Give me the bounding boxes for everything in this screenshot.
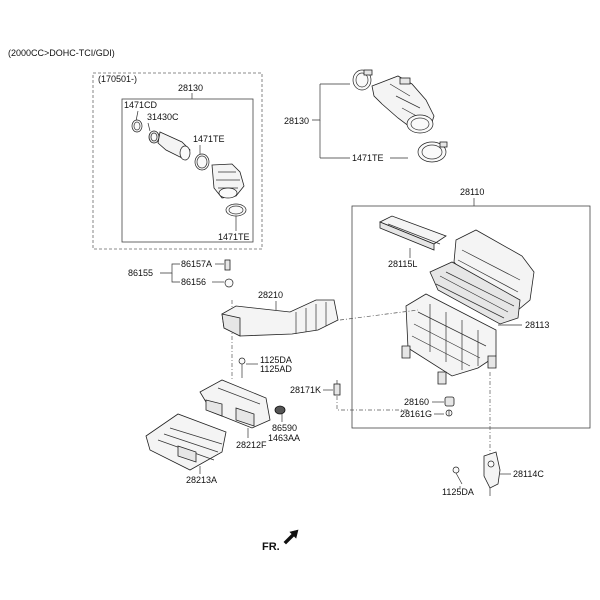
label-28113: 28113 — [525, 320, 549, 330]
bracket-28114C-icon — [483, 451, 501, 496]
label-28130-main: 28130 — [284, 116, 309, 126]
label-1125DA-upper: 1125DA — [260, 355, 292, 365]
clamp-1471TE-lower-icon — [225, 203, 247, 217]
label-28160: 28160 — [404, 397, 429, 407]
variant-assembly-label: 28130 — [178, 83, 203, 93]
header-title: (2000CC>DOHC-TCI/GDI) — [8, 48, 115, 58]
ring-31430C-icon — [148, 130, 160, 144]
intake-duct-28210-icon — [221, 299, 339, 337]
label-28213A: 28213A — [186, 475, 217, 485]
label-28171K: 28171K — [290, 385, 321, 395]
clamp-1471CD-icon — [131, 119, 143, 133]
hose-small-icon — [157, 131, 191, 161]
variant-inner-box — [121, 98, 254, 243]
bracket-28212F-icon — [199, 379, 271, 429]
cleaner-cover-icon — [429, 229, 535, 325]
label-28114C: 28114C — [513, 469, 544, 479]
label-1471TE-main: 1471TE — [352, 153, 384, 163]
connector-duct-body — [339, 309, 419, 321]
clamp-1471TE-upper-icon — [194, 153, 210, 171]
direction-label: FR. — [262, 541, 280, 553]
label-31430C: 31430C — [147, 112, 179, 122]
clamp-1471TE-main-icon — [417, 141, 448, 163]
bolt-1125DA-lower-icon — [452, 466, 463, 485]
label-86157A: 86157A — [181, 259, 212, 269]
intake-hose-main-icon — [371, 75, 435, 134]
label-1471CD: 1471CD — [124, 100, 158, 110]
label-1471TE-lower: 1471TE — [218, 232, 250, 242]
clamp-top-icon — [352, 69, 373, 91]
bracket-28130 — [312, 84, 321, 121]
bracket-86155-top — [160, 263, 180, 274]
label-86590: 86590 — [272, 423, 297, 433]
nut-86590-icon — [274, 405, 286, 415]
connector-28171K — [336, 396, 410, 411]
label-86156: 86156 — [181, 277, 206, 287]
label-1471TE-upper: 1471TE — [193, 134, 225, 144]
duct-elbow-icon — [211, 163, 245, 199]
label-1125DA-lower: 1125DA — [442, 487, 474, 497]
bolt-28161G-icon — [445, 409, 453, 417]
label-1125AD: 1125AD — [260, 364, 292, 374]
cleaner-body-icon — [401, 293, 497, 385]
label-28110: 28110 — [460, 187, 484, 197]
clip-28171K-icon — [333, 380, 341, 396]
grommet-28160-icon — [444, 396, 455, 407]
variant-label: (170501-) — [98, 74, 137, 84]
label-28210: 28210 — [258, 290, 283, 300]
air-cleaner-box-frame — [351, 205, 591, 429]
leader-31430C — [147, 122, 151, 132]
label-28161G: 28161G — [400, 409, 432, 419]
leader-1471CD — [135, 110, 139, 122]
clip-86157A-icon — [224, 259, 231, 271]
grommet-86156-icon — [224, 278, 234, 288]
label-86155: 86155 — [128, 268, 153, 278]
bracket-86155-bottom — [171, 273, 180, 283]
label-1463AA: 1463AA — [268, 433, 300, 443]
front-arrow-icon — [283, 529, 299, 545]
label-28212F: 28212F — [236, 440, 267, 450]
tray-28213A-icon — [145, 413, 227, 471]
filter-element-28115L-icon — [379, 215, 447, 251]
bolt-1125DA-icon — [238, 357, 246, 378]
variant-box — [92, 72, 263, 250]
label-28115L: 28115L — [388, 259, 417, 269]
